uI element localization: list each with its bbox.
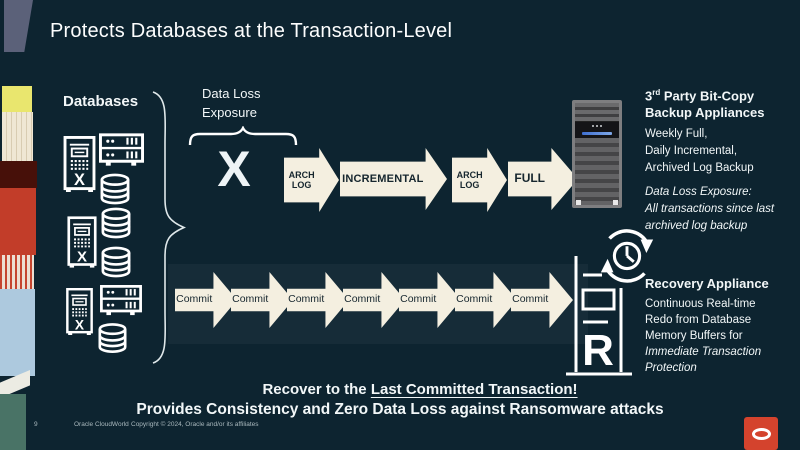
data-loss-exposure-label: Data Loss Exposure bbox=[202, 84, 261, 122]
slide-page-number: 9 bbox=[34, 421, 38, 428]
full-arrow-label: FULL bbox=[514, 171, 546, 186]
recovery-appliance-icon: R bbox=[566, 256, 632, 376]
footer-brand: Oracle CloudWorld bbox=[74, 421, 129, 428]
conclusion-line1-prefix: Recover to the bbox=[262, 381, 371, 398]
footer-copyright: Copyright © 2024, Oracle and/or its affi… bbox=[131, 421, 259, 428]
arch-log-arrow: ARCH LOG bbox=[284, 148, 339, 212]
tower-server-icon: X bbox=[67, 216, 97, 268]
arch-log-arrow: ARCH LOG bbox=[452, 148, 507, 212]
commit-flow: Commit Commit Commit Commit Commit Commit Comm… bbox=[175, 272, 585, 328]
commit-arrow: Commit bbox=[399, 272, 461, 328]
backup-title-num: 3 bbox=[645, 88, 653, 104]
stripe-blue bbox=[0, 289, 35, 376]
backup-rack-image bbox=[572, 100, 622, 208]
stripe-red bbox=[0, 188, 36, 255]
databases-label: Databases bbox=[63, 93, 139, 110]
full-arrow: FULL bbox=[508, 148, 578, 210]
commit-arrow: Commit bbox=[287, 272, 349, 328]
recovery-description-line: Redo from Database bbox=[645, 314, 752, 326]
incremental-arrow: INCREMENTAL bbox=[340, 148, 447, 210]
clock-restore-icon bbox=[600, 229, 654, 283]
rack-led-bar bbox=[581, 132, 613, 135]
database-cylinder-icon bbox=[101, 246, 131, 278]
stripe-cream bbox=[2, 112, 33, 161]
slide-title: Protects Databases at the Transaction-Le… bbox=[50, 20, 453, 42]
commit-arrow-label: Commit bbox=[232, 293, 269, 306]
stripe-teal bbox=[0, 394, 26, 450]
backup-exposure-note: Data Loss Exposure: All transactions sin… bbox=[645, 184, 797, 235]
recovery-appliance-title: Recovery Appliance bbox=[645, 276, 769, 291]
backup-schedule-line: Archived Log Backup bbox=[645, 162, 754, 174]
exposure-note-line: All transactions since last bbox=[645, 203, 775, 215]
backup-schedule: Weekly Full, Daily Incremental, Archived… bbox=[645, 126, 797, 177]
backup-title-line1: 3rd Party Bit-Copy bbox=[645, 84, 797, 104]
backup-title-rest: Party Bit-Copy bbox=[660, 88, 755, 104]
stripe-maroon bbox=[0, 161, 37, 188]
tower-x-glyph: X bbox=[74, 171, 85, 189]
rack-slats bbox=[575, 138, 619, 205]
commit-arrow-label: Commit bbox=[176, 293, 213, 306]
commit-arrow-label: Commit bbox=[400, 293, 437, 306]
conclusion-line2: Provides Consistency and Zero Data Loss … bbox=[136, 401, 664, 418]
databases-brace-icon bbox=[152, 91, 187, 364]
oracle-o-icon bbox=[751, 427, 771, 440]
database-cylinder-icon bbox=[100, 173, 130, 205]
exposure-note-title: Data Loss Exposure: bbox=[645, 186, 752, 198]
stripe-slate bbox=[4, 0, 33, 52]
backup-schedule-line: Weekly Full, bbox=[645, 128, 708, 140]
rack-server-icon bbox=[99, 133, 144, 166]
backup-schedule-line: Daily Incremental, bbox=[645, 145, 738, 157]
stripe-red-striped bbox=[0, 255, 34, 289]
data-loss-brace-icon bbox=[188, 126, 298, 146]
commit-arrow: Commit bbox=[455, 272, 517, 328]
database-cylinder-icon bbox=[101, 207, 131, 239]
arch-log-arrow-label: ARCH LOG bbox=[288, 169, 315, 190]
commit-arrow: Commit bbox=[231, 272, 293, 328]
backup-appliance-title: 3rd Party Bit-Copy Backup Appliances bbox=[645, 84, 797, 121]
commit-arrow: Commit bbox=[175, 272, 237, 328]
tower-x-glyph: X bbox=[77, 248, 87, 265]
commit-arrow: Commit bbox=[343, 272, 405, 328]
data-loss-line2: Exposure bbox=[202, 105, 257, 120]
database-cylinder-icon bbox=[98, 323, 127, 353]
oracle-logo bbox=[744, 417, 778, 450]
tower-server-icon: X bbox=[66, 288, 93, 335]
rack-led-panel bbox=[575, 122, 619, 138]
conclusion-line1-underlined: Last Committed Transaction! bbox=[370, 381, 578, 398]
data-loss-line1: Data Loss bbox=[202, 86, 261, 101]
arch-log-arrow-label: ARCH LOG bbox=[456, 169, 483, 190]
rack-server-icon bbox=[100, 285, 142, 316]
incremental-arrow-label: INCREMENTAL bbox=[342, 172, 424, 185]
backup-title-line2: Backup Appliances bbox=[645, 105, 765, 121]
tower-x-glyph: X bbox=[75, 317, 85, 332]
recovery-description-line: Continuous Real-time bbox=[645, 298, 756, 310]
rack-led-dots bbox=[596, 125, 598, 127]
recovery-description-line-italic: Immediate Transaction bbox=[645, 346, 762, 358]
conclusion-line1: Recover to the Last Committed Transactio… bbox=[40, 381, 800, 398]
recovery-description-line: Memory Buffers for bbox=[645, 330, 743, 342]
commit-arrow-label: Commit bbox=[512, 293, 549, 306]
rack-top-vents bbox=[575, 103, 619, 122]
recovery-description-line-italic: Protection bbox=[645, 362, 697, 374]
commit-arrow-label: Commit bbox=[344, 293, 381, 306]
tower-server-icon: X bbox=[63, 136, 96, 192]
exposure-note-line: archived log backup bbox=[645, 220, 748, 232]
commit-arrow-label: Commit bbox=[288, 293, 325, 306]
data-loss-x-mark: X bbox=[217, 141, 251, 197]
commit-arrow-label: Commit bbox=[456, 293, 493, 306]
stripe-yellow bbox=[2, 86, 32, 112]
backup-title-ordinal: rd bbox=[652, 88, 661, 97]
recovery-description: Continuous Real-time Redo from Database … bbox=[645, 296, 797, 376]
recovery-appliance-letter: R bbox=[582, 326, 614, 375]
